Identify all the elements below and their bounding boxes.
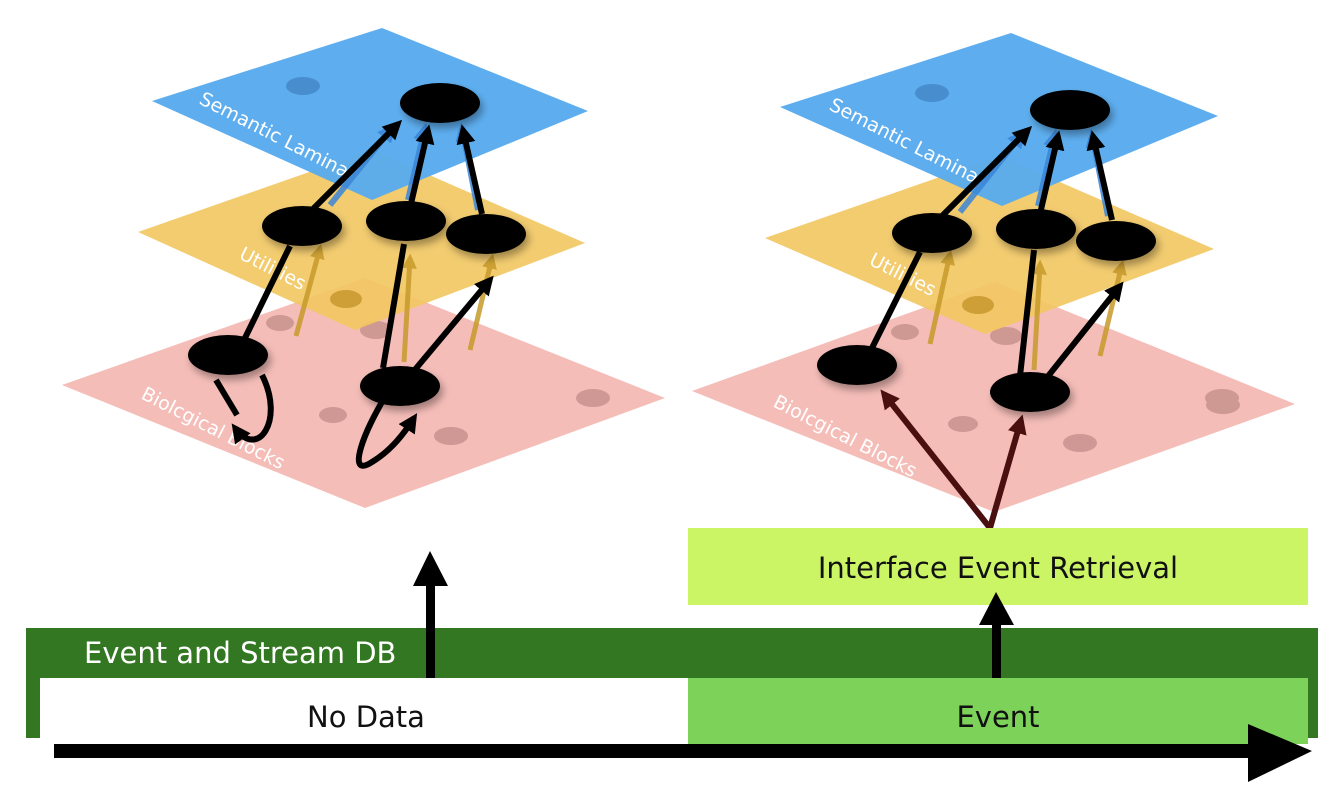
left-semantic-dot bbox=[286, 77, 320, 95]
db-segment-no-data bbox=[40, 678, 688, 744]
db-segment-event bbox=[688, 678, 1308, 744]
event-stream-db: Event and Stream DB No Data Event bbox=[26, 628, 1318, 744]
left-biological-dots bbox=[266, 315, 610, 445]
right-utility-node-1 bbox=[892, 213, 972, 253]
right-stack: Biolcgical Blocks Utilities Semantic Lam… bbox=[692, 33, 1295, 530]
right-nodes bbox=[817, 90, 1156, 412]
right-biological-node-1 bbox=[817, 345, 897, 385]
retrieval-box: Interface Event Retrieval bbox=[688, 528, 1308, 605]
left-stack: Biolcgical Blocks Utilities Semantic Lam… bbox=[62, 28, 665, 508]
right-utility-node-2 bbox=[996, 209, 1076, 249]
right-biological-node-2 bbox=[990, 372, 1070, 412]
right-semantic-node bbox=[1030, 90, 1110, 130]
right-semantic-layer bbox=[780, 33, 1218, 206]
left-biological-node-1 bbox=[188, 335, 268, 375]
timeline-arrow bbox=[54, 724, 1312, 782]
left-utilities-dot bbox=[330, 290, 362, 308]
right-biological-dots bbox=[891, 324, 1240, 452]
right-utilities-layer bbox=[765, 156, 1214, 334]
left-utility-node-1 bbox=[262, 206, 342, 246]
right-semantic-dot bbox=[915, 84, 949, 102]
right-utilities-dot bbox=[962, 296, 994, 314]
left-nodes bbox=[188, 83, 526, 406]
left-semantic-layer bbox=[152, 28, 588, 200]
right-utility-node-3 bbox=[1076, 221, 1156, 261]
left-biological-node-2 bbox=[360, 366, 440, 406]
retrieval-box-label: Interface Event Retrieval bbox=[818, 551, 1178, 585]
left-semantic-node bbox=[400, 83, 480, 123]
db-segment-event-label: Event bbox=[956, 700, 1039, 734]
retrieval-arrows bbox=[880, 389, 1027, 530]
db-segment-no-data-label: No Data bbox=[307, 700, 425, 734]
left-utility-node-2 bbox=[366, 201, 446, 241]
db-title: Event and Stream DB bbox=[84, 636, 396, 670]
db-up-arrows bbox=[413, 551, 1014, 678]
left-utility-node-3 bbox=[446, 214, 526, 254]
